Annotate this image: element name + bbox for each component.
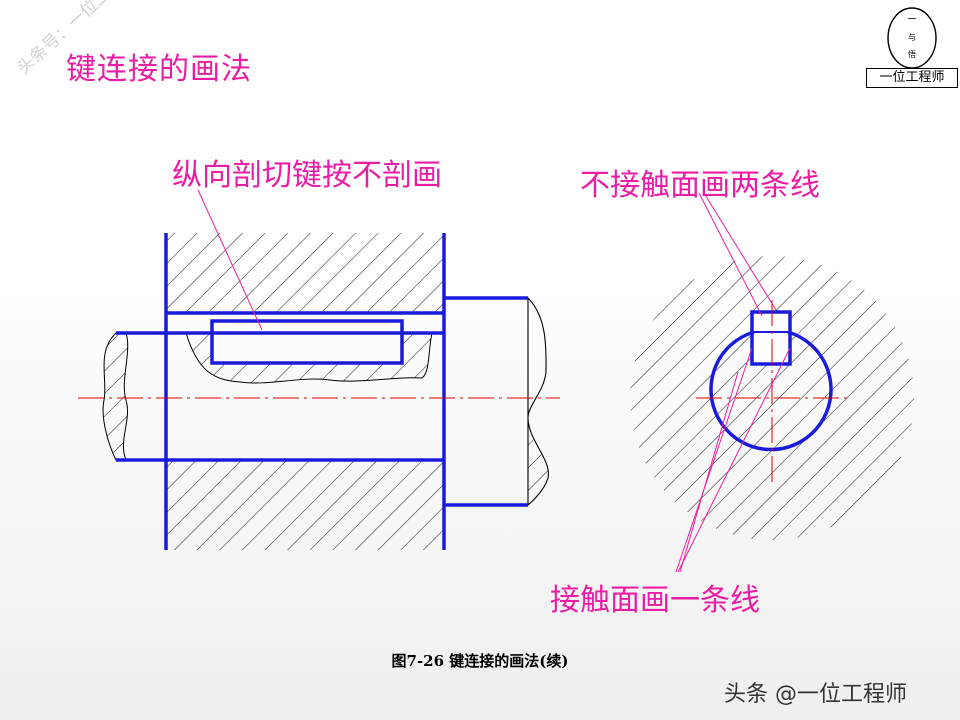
logo-glyph-top: 一 <box>907 15 916 25</box>
leader-no-contact-1 <box>698 192 763 317</box>
leader-lines <box>197 189 791 573</box>
leader-no-contact-2 <box>703 192 777 311</box>
label-no-contact-surface: 不接触面画两条线 <box>580 168 820 203</box>
page-title: 键连接的画法 <box>66 52 252 87</box>
leader-contact-3 <box>679 371 739 573</box>
shaft-break-left <box>102 332 129 461</box>
leader-contact-1 <box>675 347 753 573</box>
cross-section-view <box>630 256 914 540</box>
left-view-outline <box>116 233 528 550</box>
label-contact-surface: 接触面画一条线 <box>550 583 760 618</box>
logo-glyph-bottom: 悟 <box>908 49 916 59</box>
logo: 一 与 悟 一位工程师 <box>866 4 958 88</box>
leader-longitudinal <box>197 189 263 331</box>
hub-lower-section <box>166 460 444 550</box>
center-lines <box>78 300 848 486</box>
hub-upper-section <box>166 233 444 384</box>
leader-contact-2 <box>677 347 791 573</box>
label-longitudinal-section: 纵向剖切键按不剖画 <box>172 158 442 193</box>
logo-text: 一位工程师 <box>866 68 958 88</box>
source-watermark: 头条 @一位工程师 <box>724 682 907 707</box>
figure-caption: 图7-26 键连接的画法(续) <box>391 652 569 670</box>
shaft-break-right-hatch <box>528 418 549 505</box>
logo-glyph-mid: 与 <box>908 33 916 42</box>
